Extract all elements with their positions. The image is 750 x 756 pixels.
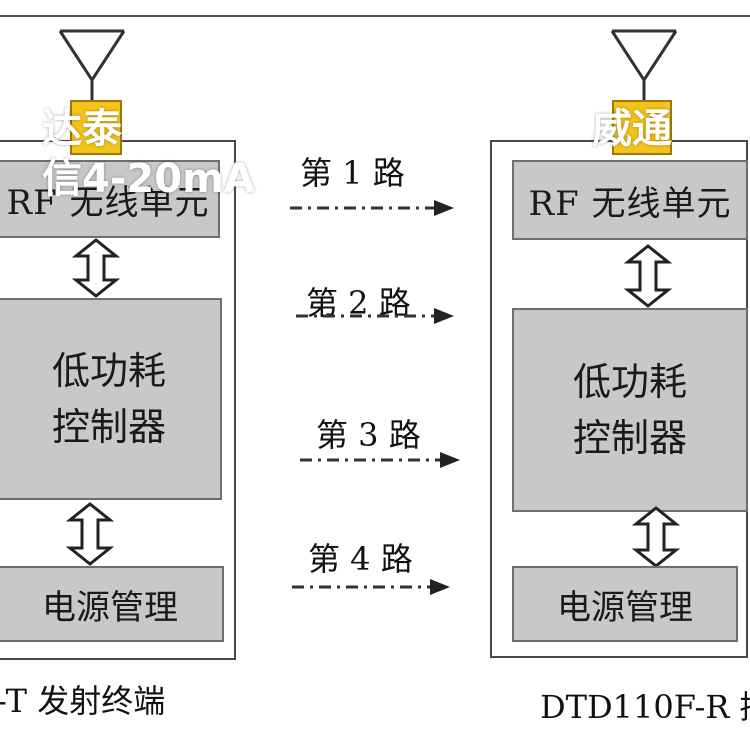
left-rf-label: RF 无线单元 [6, 182, 210, 223]
right-controller: 低功耗 控制器 [512, 308, 748, 512]
channel-4-label: 第 4 路 [308, 540, 413, 578]
left-rf-ctrl-arrow-icon [71, 238, 121, 298]
left-rf-unit: RF 无线单元 [0, 160, 220, 238]
channel-2-arrow-icon [296, 308, 454, 324]
left-caption: -T 发射终端 [0, 682, 166, 720]
right-controller-line1: 低功耗 [572, 360, 687, 404]
right-ctrl-power-arrow-icon [631, 506, 681, 568]
right-power-unit: 电源管理 [512, 566, 738, 642]
channel-3-label: 第 3 路 [316, 416, 421, 454]
overlay-line1-right: 威通 [592, 106, 672, 152]
overlay-line1-left: 达泰 [42, 106, 122, 152]
right-caption: DTD110F-R 接 [540, 688, 750, 726]
channel-1-arrow-icon [290, 200, 454, 216]
right-rf-unit: RF 无线单元 [512, 160, 748, 240]
overlay-line2: 信4-20mA [42, 156, 255, 202]
channel-1-label: 第 1 路 [300, 154, 405, 192]
channel-3-arrow-icon [300, 452, 460, 468]
left-controller: 低功耗 控制器 [0, 298, 222, 500]
left-antenna-base [70, 100, 122, 155]
left-power-unit: 电源管理 [0, 566, 224, 642]
left-controller-line2: 控制器 [51, 405, 166, 449]
right-power-label: 电源管理 [557, 587, 693, 628]
right-controller-line2: 控制器 [572, 416, 687, 460]
channel-4-arrow-icon [292, 579, 450, 595]
right-rf-label: RF 无线单元 [528, 183, 732, 224]
right-antenna-base [612, 100, 672, 155]
left-ctrl-power-arrow-icon [65, 502, 115, 566]
top-border [0, 15, 750, 17]
left-controller-line1: 低功耗 [51, 349, 166, 393]
left-power-label: 电源管理 [42, 587, 178, 628]
right-rf-ctrl-arrow-icon [623, 244, 673, 308]
